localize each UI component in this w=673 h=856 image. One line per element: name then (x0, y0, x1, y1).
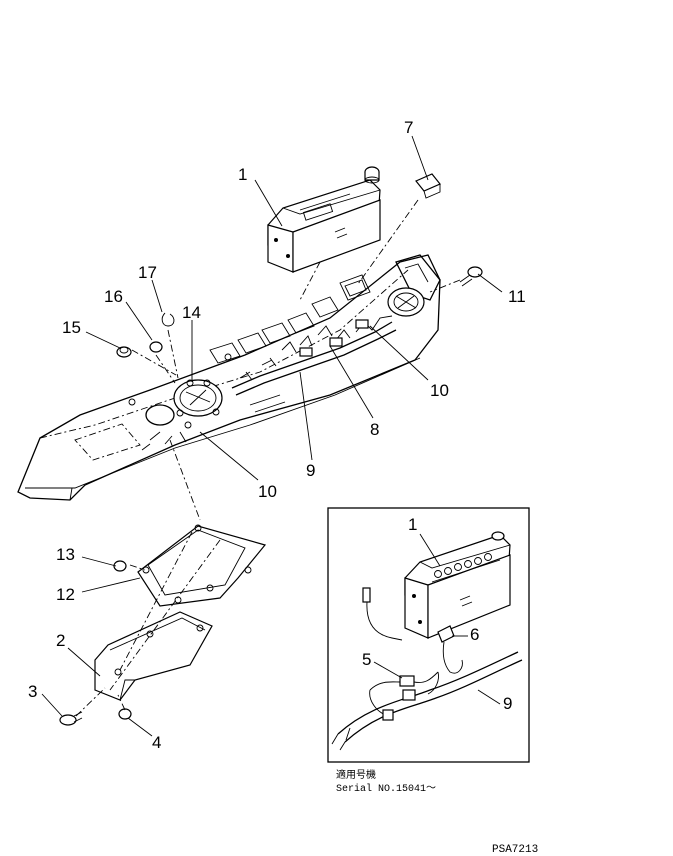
cap-part (415, 173, 441, 199)
inset-callout-5: 5 (362, 650, 371, 669)
assembly-lines (75, 199, 461, 717)
callout-15: 15 (62, 318, 81, 337)
callout-labels: 1 7 17 16 15 14 11 10 8 9 10 13 12 2 3 4… (28, 118, 526, 752)
rear-round-part (387, 287, 425, 317)
console-panel (17, 254, 441, 501)
round-meter (173, 379, 223, 417)
callout-17: 17 (138, 263, 157, 282)
callout-10-lower: 10 (258, 482, 277, 501)
callout-11: 11 (508, 287, 526, 306)
leader-lines (41, 135, 503, 737)
callout-14: 14 (182, 303, 201, 322)
monitor-unit (267, 166, 381, 273)
callout-4: 4 (152, 733, 161, 752)
callout-9: 9 (306, 461, 315, 480)
callout-7: 7 (404, 118, 413, 137)
callout-16: 16 (104, 287, 123, 306)
callout-12: 12 (56, 585, 75, 604)
inset-caption-serial: Serial NO.15041～ (336, 783, 436, 795)
callout-3: 3 (28, 682, 37, 701)
callout-10-upper: 10 (430, 381, 449, 400)
wiring-harness (141, 315, 397, 451)
callout-8: 8 (370, 420, 379, 439)
bracket-2 (94, 611, 213, 701)
inset-callout-1: 1 (408, 515, 417, 534)
lamp-windows (209, 274, 371, 364)
fasteners-3-4-13 (59, 560, 132, 726)
bolt-11 (459, 266, 483, 287)
inset-panel (327, 507, 530, 763)
inset-caption-jp: 適用号機 (336, 768, 376, 782)
callout-2: 2 (56, 631, 65, 650)
inset-callout-9: 9 (503, 694, 512, 713)
callout-13: 13 (56, 545, 75, 564)
small-parts-15-16-17 (116, 312, 175, 358)
inset-callout-6: 6 (470, 625, 479, 644)
callout-1: 1 (238, 165, 247, 184)
inset-callout-leaders (373, 533, 501, 705)
figure-code: PSA7213 (492, 844, 538, 856)
